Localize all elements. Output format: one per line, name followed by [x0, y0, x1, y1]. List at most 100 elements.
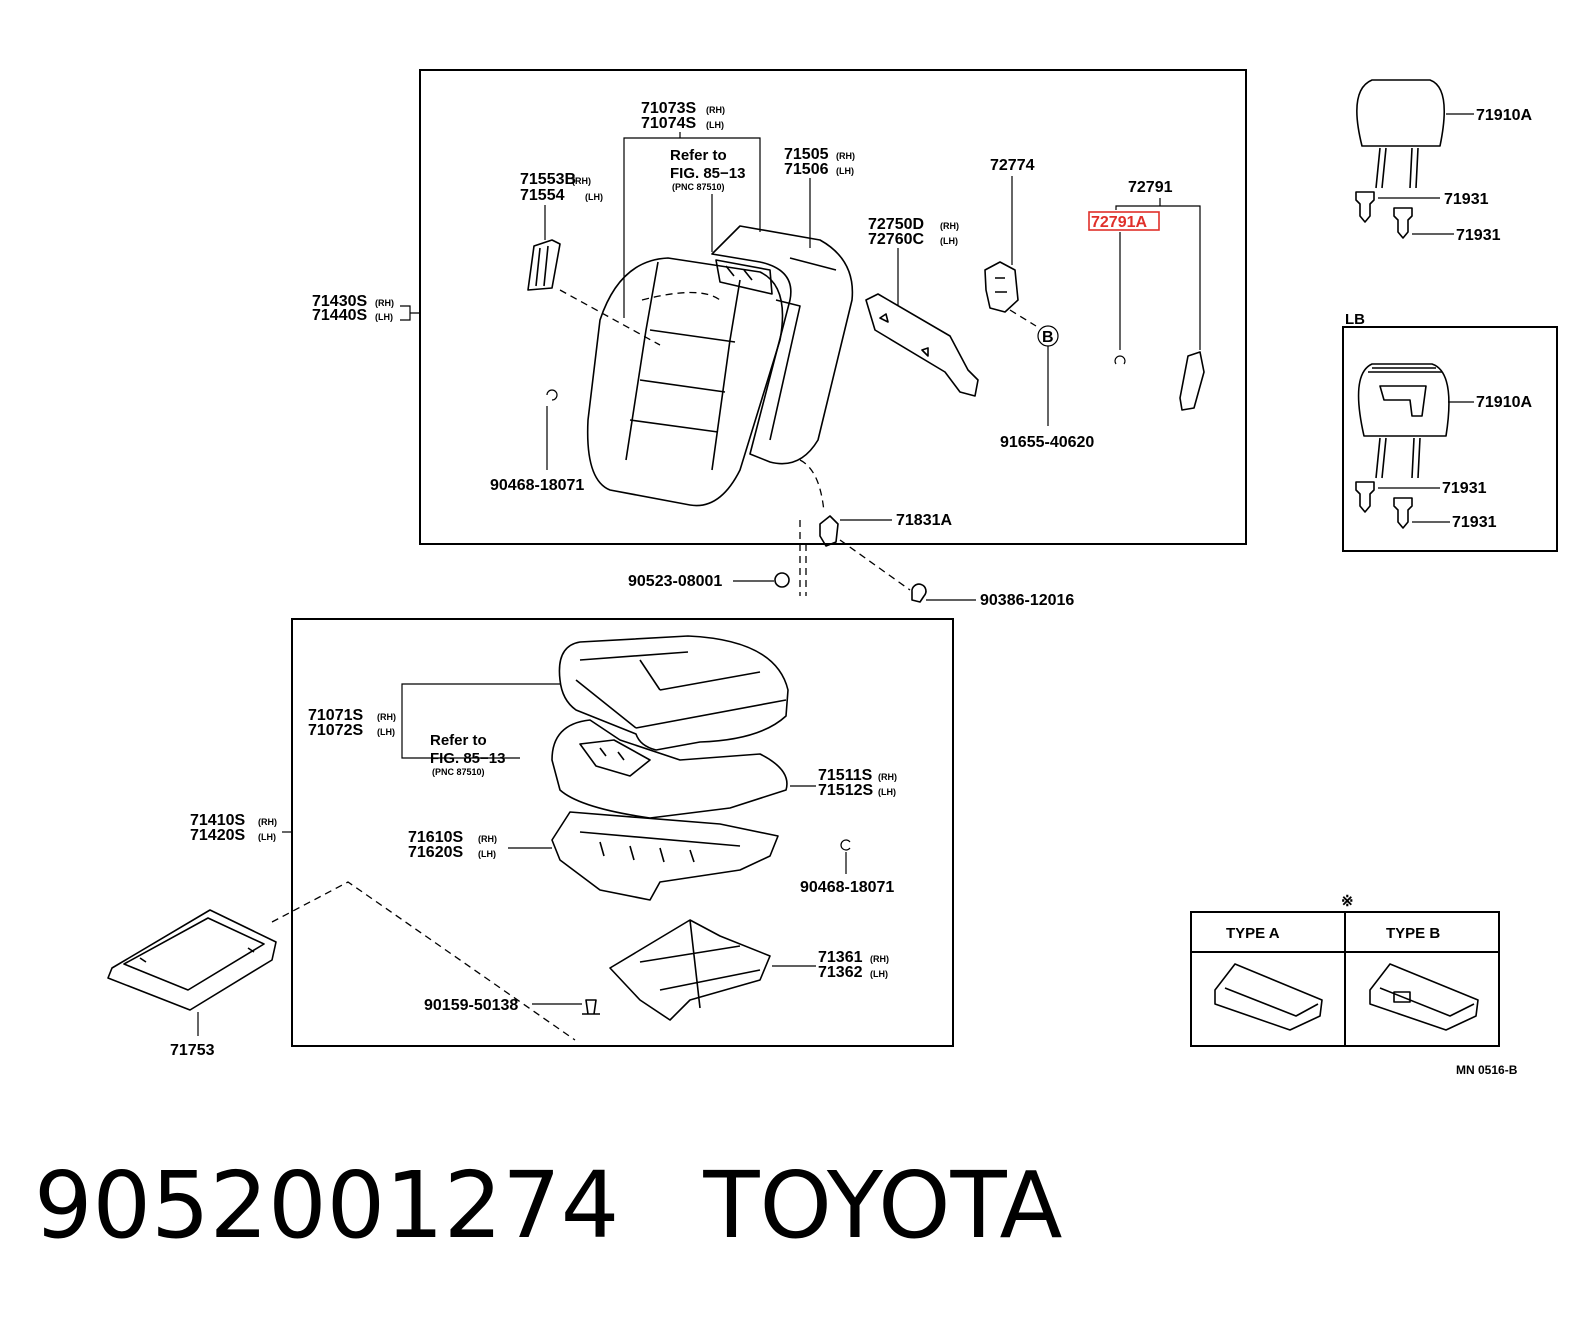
- headrest-support-lower-icon[interactable]: [1393, 207, 1413, 239]
- lever-sub-label[interactable]: 72791A: [1091, 214, 1147, 231]
- screw-label[interactable]: 90159-50138: [424, 997, 518, 1014]
- svg-text:(LH): (LH): [478, 849, 496, 859]
- lock-label[interactable]: 72774: [990, 157, 1035, 174]
- hinge-lh-label[interactable]: 72760C: [868, 231, 924, 248]
- headrest-lb-part[interactable]: [1357, 363, 1450, 437]
- hog-ring-icon[interactable]: [546, 389, 558, 401]
- headrest-group: 71910A 71931 71931: [1355, 79, 1532, 244]
- hinge-part[interactable]: [865, 293, 979, 397]
- svg-text:(LH): (LH): [377, 727, 395, 737]
- bezel-rh-label[interactable]: 71553B: [520, 171, 576, 188]
- backrest-pad-lh-label[interactable]: 71506: [784, 161, 829, 178]
- backrest-assy-rh-label[interactable]: 71430S: [312, 293, 367, 310]
- headrest-lb-support-lower-icon[interactable]: [1393, 497, 1413, 529]
- backrest-assy-lh-label[interactable]: 71440S: [312, 307, 367, 324]
- bezel-lh-label[interactable]: 71554: [520, 187, 565, 204]
- cushion-assy-lh-label[interactable]: 71420S: [190, 827, 245, 844]
- cushion-cover-part[interactable]: [558, 635, 789, 751]
- type-b-tray-icon[interactable]: [1369, 963, 1479, 1031]
- lever-part[interactable]: [1179, 351, 1205, 411]
- cushion-spring-lh-label[interactable]: 71620S: [408, 844, 463, 861]
- type-table: ※ TYPE A TYPE B MN 0516-B: [1190, 893, 1518, 1077]
- svg-text:(RH): (RH): [377, 712, 396, 722]
- bolt-b-label[interactable]: 91655-40620: [1000, 434, 1094, 451]
- backrest-hog-ring-label[interactable]: 90468-18071: [490, 477, 584, 494]
- headrest-assy-label[interactable]: 71910A: [1476, 107, 1532, 124]
- diagram-code: MN 0516-B: [1456, 1063, 1518, 1077]
- backrest-refer-pnc: (PNC 87510): [672, 182, 725, 192]
- svg-text:(RH): (RH): [572, 176, 591, 186]
- cushion-cover-rh-label[interactable]: 71071S: [308, 707, 363, 724]
- type-a-tray-icon[interactable]: [1214, 963, 1323, 1031]
- tray-label[interactable]: 71753: [170, 1042, 215, 1059]
- cushion-pad-rh-label[interactable]: 71511S: [818, 767, 873, 784]
- tray-part[interactable]: [107, 909, 277, 1011]
- seatback-hardware: 90523-08001 90386-12016: [628, 520, 1074, 609]
- headrest-lb-assy-label[interactable]: 71910A: [1476, 394, 1532, 411]
- cushion-pad-part[interactable]: [551, 719, 788, 819]
- svg-text:(RH): (RH): [258, 817, 277, 827]
- bracket-label[interactable]: 71831A: [896, 512, 952, 529]
- svg-text:(RH): (RH): [870, 954, 889, 964]
- cushion-frame-part[interactable]: [609, 919, 771, 1021]
- headrest-lb-support-upper-label[interactable]: 71931: [1442, 480, 1487, 497]
- hinge-rh-label[interactable]: 72750D: [868, 216, 924, 233]
- lock-part[interactable]: [984, 261, 1019, 313]
- screw-icon[interactable]: [582, 999, 600, 1015]
- clip-icon[interactable]: [911, 583, 927, 603]
- cushion-refer-fig[interactable]: FIG. 85−13: [430, 750, 505, 767]
- lever-label[interactable]: 72791: [1128, 179, 1173, 196]
- cushion-refer-pnc: (PNC 87510): [432, 767, 485, 777]
- cushion-assy-rh-label[interactable]: 71410S: [190, 812, 245, 829]
- b-marker-text: B: [1042, 329, 1054, 346]
- cushion-panel: 71410S (RH) 71420S (LH) 71071S (RH) 7107…: [190, 618, 954, 1047]
- headrest-lb-support-lower-label[interactable]: 71931: [1452, 514, 1497, 531]
- bracket-part[interactable]: [819, 515, 839, 547]
- seatback-frame: [419, 69, 1247, 545]
- cushion-hog-ring-icon[interactable]: [840, 839, 851, 851]
- seatback-panel: 71430S (RH) 71440S (LH) 71073S (RH) 7107…: [312, 69, 1247, 547]
- part-number: 9052001274: [34, 1152, 620, 1259]
- headrest-support-upper-icon[interactable]: [1355, 191, 1375, 223]
- nut-icon[interactable]: [774, 572, 790, 588]
- nut-label[interactable]: 90523-08001: [628, 573, 722, 590]
- backrest-pad-part[interactable]: [711, 225, 854, 465]
- svg-text:(RH): (RH): [878, 772, 897, 782]
- cushion-hog-ring-label[interactable]: 90468-18071: [800, 879, 894, 896]
- cushion-spring-rh-label[interactable]: 71610S: [408, 829, 463, 846]
- svg-text:(LH): (LH): [878, 787, 896, 797]
- headrest-support-upper-label[interactable]: 71931: [1444, 191, 1489, 208]
- type-table-mark: ※: [1341, 893, 1354, 910]
- svg-text:(RH): (RH): [478, 834, 497, 844]
- brand-name: TOYOTA: [703, 1152, 1063, 1259]
- headrest-lb-support-upper-icon[interactable]: [1355, 481, 1375, 513]
- headrest-lb-panel: LB 71910A 71931 71931: [1342, 311, 1558, 552]
- type-a-header[interactable]: TYPE A: [1226, 925, 1280, 942]
- bezel-part[interactable]: [527, 239, 561, 291]
- svg-text:(RH): (RH): [706, 105, 725, 115]
- cushion-frame-rh-label[interactable]: 71361: [818, 949, 863, 966]
- backrest-pad-rh-label[interactable]: 71505: [784, 146, 829, 163]
- headrest-lb-title: LB: [1345, 311, 1365, 328]
- cushion-pad-lh-label[interactable]: 71512S: [818, 782, 873, 799]
- svg-text:(LH): (LH): [836, 166, 854, 176]
- backrest-cover-rh-label[interactable]: 71073S: [641, 100, 696, 117]
- backrest-cover-part[interactable]: [586, 257, 784, 507]
- svg-text:(LH): (LH): [375, 312, 393, 322]
- backrest-cover-leader: [623, 132, 761, 318]
- svg-text:(LH): (LH): [870, 969, 888, 979]
- backrest-cover-lh-label[interactable]: 71074S: [641, 115, 696, 132]
- cushion-frame-lh-label[interactable]: 71362: [818, 964, 863, 981]
- headrest-support-lower-label[interactable]: 71931: [1456, 227, 1501, 244]
- cushion-spring-part[interactable]: [551, 811, 779, 901]
- backrest-assy-leader: [400, 305, 420, 321]
- headrest-part[interactable]: [1356, 79, 1446, 147]
- headrest-lb-frame: [1342, 326, 1558, 552]
- lever-clip-icon[interactable]: [1114, 355, 1126, 365]
- cushion-cover-lh-label[interactable]: 71072S: [308, 722, 363, 739]
- clip-label[interactable]: 90386-12016: [980, 592, 1074, 609]
- backrest-refer-fig[interactable]: FIG. 85−13: [670, 165, 745, 182]
- tray-group: 71753: [107, 909, 277, 1059]
- type-b-header[interactable]: TYPE B: [1386, 925, 1440, 942]
